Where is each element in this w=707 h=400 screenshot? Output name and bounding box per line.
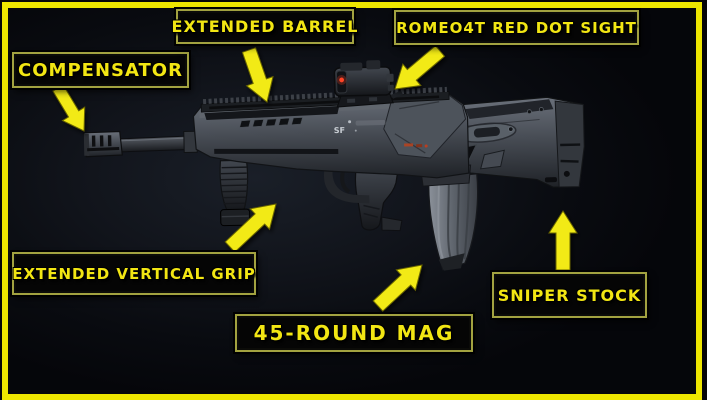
- arrow-to-stock-icon: [548, 210, 578, 271]
- arrow-to-compensator-icon: [52, 84, 86, 132]
- magazine-part: [420, 164, 479, 271]
- stock-buttpad: [554, 100, 585, 188]
- weapon-illustration: SF: [83, 60, 585, 271]
- red-dot-lens: [339, 77, 345, 83]
- label-compensator: COMPENSATOR: [12, 52, 189, 88]
- pistol-grip-part: [354, 165, 403, 232]
- compensator-part: [83, 130, 123, 158]
- label-compensator-text: COMPENSATOR: [18, 59, 183, 81]
- stock-part: [441, 96, 585, 188]
- weapon-side-marking: SF: [334, 126, 345, 135]
- arrow-to-magazine-icon: [372, 264, 423, 312]
- callout-arrows: [52, 44, 578, 312]
- red-dot-sight-part: [333, 60, 403, 108]
- label-vertical-grip: EXTENDED VERTICAL GRIP: [12, 252, 256, 295]
- arrow-to-vertical-grip-icon: [224, 203, 277, 253]
- label-stock-text: SNIPER STOCK: [497, 285, 642, 305]
- barrel-part: [111, 130, 198, 154]
- receiver-status-lights: [404, 143, 428, 148]
- label-magazine-text: 45-ROUND MAG: [253, 321, 455, 345]
- label-red-dot-sight-text: ROMEO4T RED DOT SIGHT: [396, 18, 637, 37]
- trigger-guard-part: [323, 168, 370, 204]
- arrow-to-red-dot-sight-icon: [394, 44, 446, 90]
- vertical-grip-part: [219, 152, 251, 227]
- arrow-to-barrel-icon: [241, 47, 274, 103]
- label-magazine: 45-ROUND MAG: [235, 314, 473, 352]
- label-extended-barrel: EXTENDED BARREL: [172, 9, 357, 44]
- label-extended-barrel-text: EXTENDED BARREL: [171, 17, 359, 36]
- label-stock: SNIPER STOCK: [492, 272, 647, 318]
- label-vertical-grip-text: EXTENDED VERTICAL GRIP: [12, 264, 256, 283]
- label-red-dot-sight: ROMEO4T RED DOT SIGHT: [394, 10, 639, 45]
